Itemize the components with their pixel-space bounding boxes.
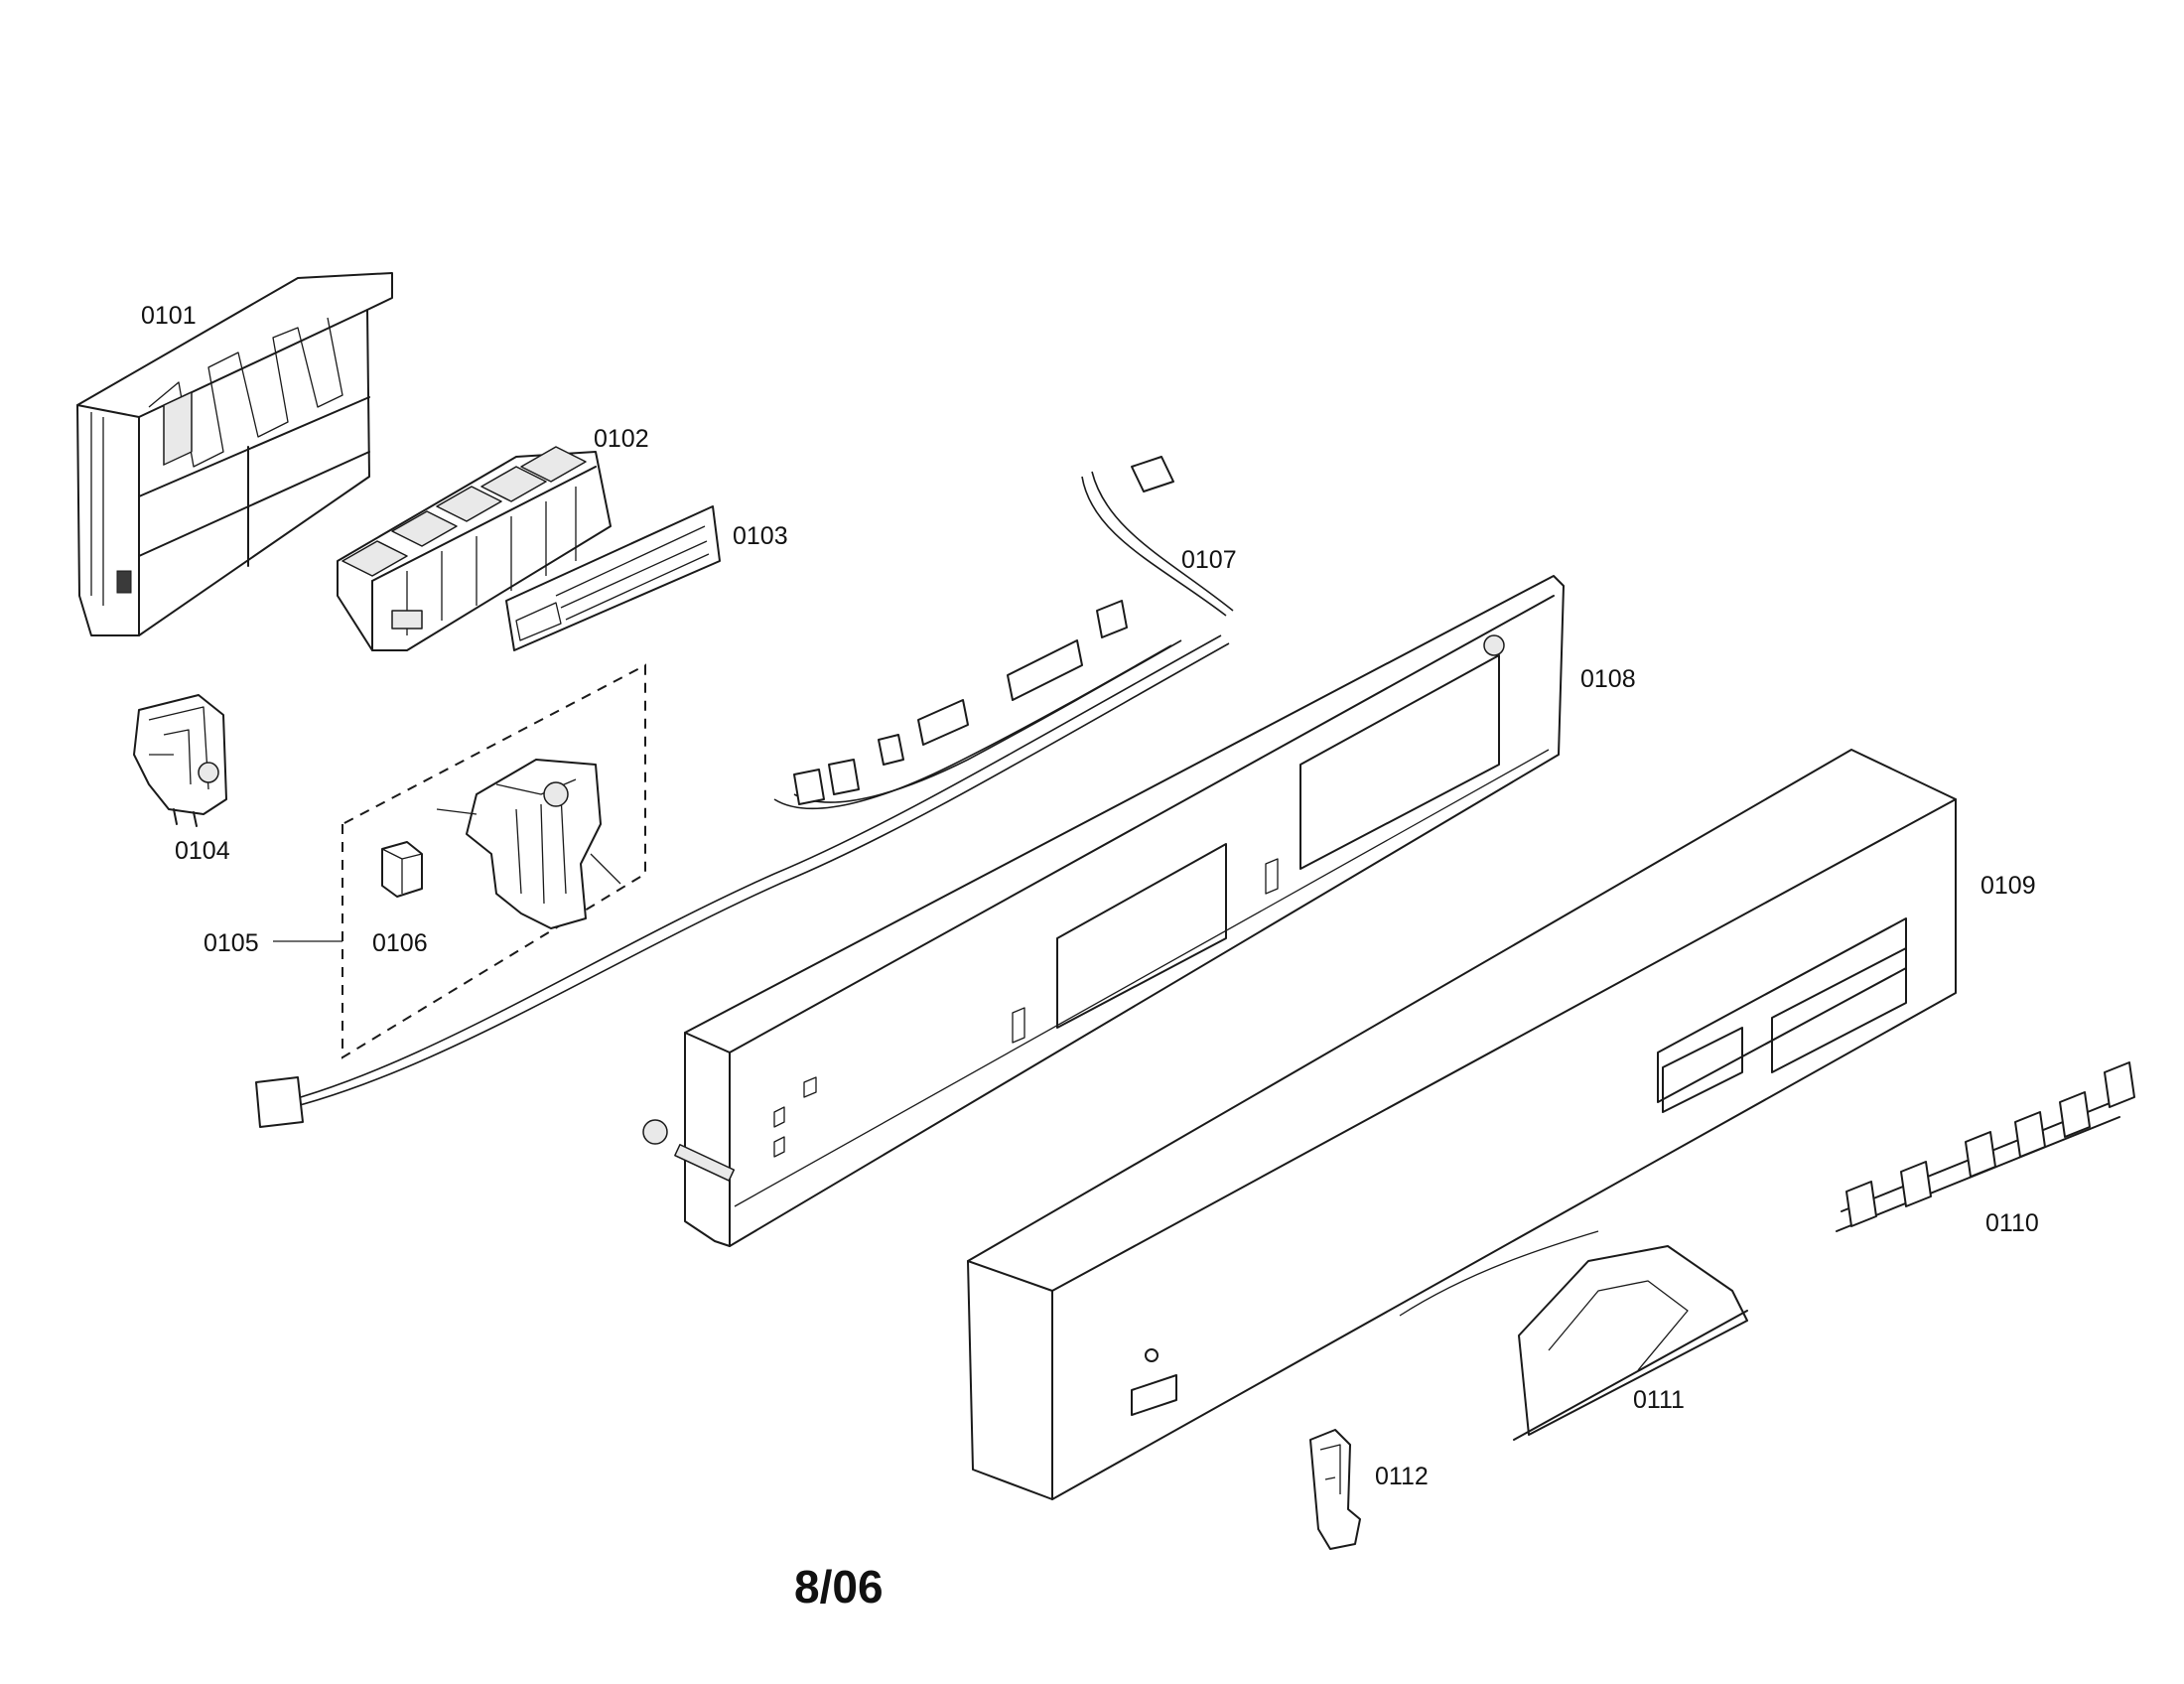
- label-0110: 0110: [1985, 1209, 2039, 1237]
- label-0108: 0108: [1580, 665, 1636, 693]
- label-0106: 0106: [372, 929, 428, 957]
- part-0111-handle: [1513, 1245, 1748, 1441]
- part-0106-relay: [381, 841, 423, 898]
- part-0101-control-module: [76, 272, 393, 636]
- revision-date: 8/06: [794, 1561, 884, 1613]
- part-door-switch-assembly: [436, 759, 621, 929]
- label-0104: 0104: [175, 837, 230, 865]
- label-0101: 0101: [141, 302, 197, 330]
- part-0108-inner-frame: [642, 575, 1565, 1247]
- part-0112-latch-clip: [1309, 1429, 1361, 1550]
- part-0104-switch: [133, 694, 227, 827]
- label-0107: 0107: [1181, 546, 1237, 574]
- label-0105: 0105: [204, 929, 259, 957]
- label-0103: 0103: [733, 522, 788, 550]
- part-0107-wiring-harness: [255, 456, 1234, 1128]
- part-0110-button-caps: [1836, 1061, 2135, 1232]
- label-0111: 0111: [1633, 1386, 1685, 1414]
- label-0112: 0112: [1375, 1463, 1429, 1490]
- part-0109-front-panel: [967, 749, 1957, 1500]
- part-0103-label-strip: [505, 505, 721, 651]
- part-0102-button-block: [337, 446, 612, 651]
- label-0102: 0102: [594, 425, 649, 453]
- label-0109: 0109: [1980, 872, 2036, 900]
